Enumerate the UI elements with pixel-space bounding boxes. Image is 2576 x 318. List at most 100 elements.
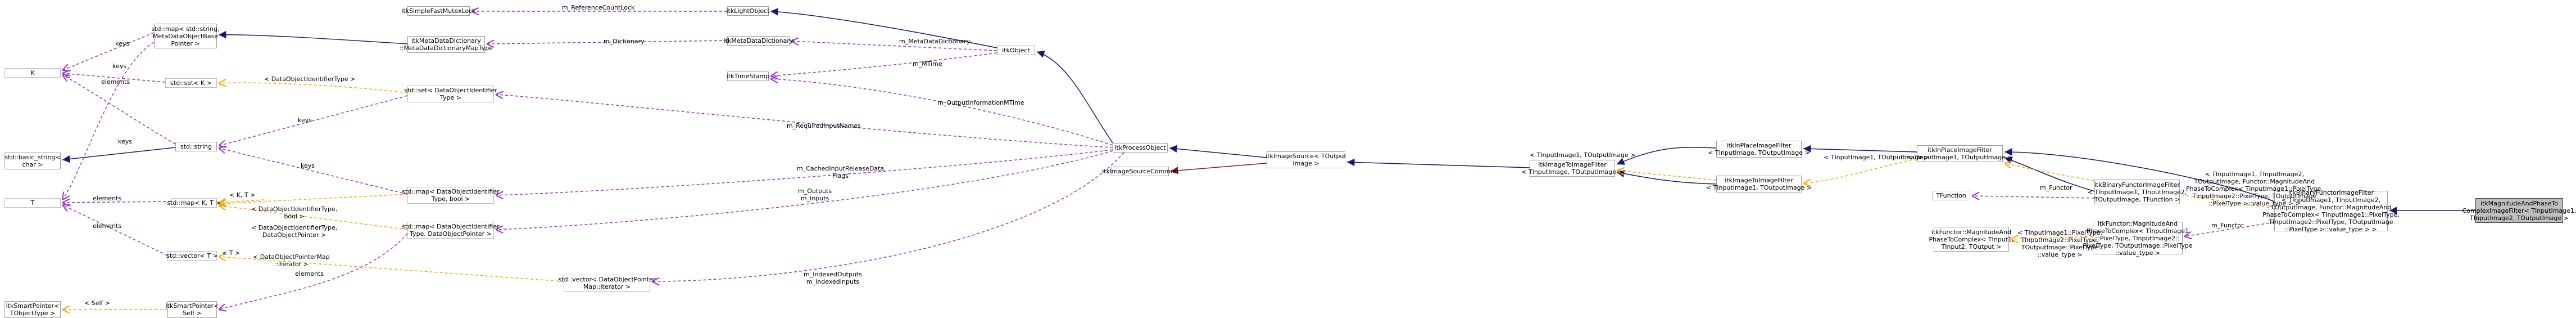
binary-functor-image-filter-node[interactable]: itkBinaryFunctorImageFilter< TInputImage… xyxy=(2088,180,2187,204)
text-line: elements xyxy=(93,222,122,230)
text-line: std::set< K > xyxy=(170,79,212,87)
binary-functor-image-filter-specialized-node[interactable]: itkBinaryFunctorImageFilter< TInputImage… xyxy=(2262,189,2400,233)
text-line: ::PixelType, TInputImage2:: xyxy=(2096,234,2180,242)
edge-label-binary-functor-template-args: < TInputImage1, TInputImage2,TOutputImag… xyxy=(2186,171,2323,207)
std-string-node[interactable]: std::string xyxy=(175,142,217,151)
edge-required-input-names xyxy=(496,95,1113,148)
text-line: ::PixelType >::value_type > > xyxy=(2285,226,2377,233)
edge-label-data-object-identifier-pointer: < DataObjectIdentifierType,DataObjectPoi… xyxy=(251,224,337,239)
text-line: m_Functor xyxy=(2040,184,2072,191)
edge-i2i-to-inplacetin xyxy=(1616,147,1717,165)
text-line: itkInPlaceImageFilter xyxy=(1726,142,1792,149)
text-line: T xyxy=(30,199,35,207)
time-stamp-node[interactable]: itkTimeStamp xyxy=(727,71,769,81)
text-line: < Self > xyxy=(84,299,111,307)
text-line: PhaseToComplex< TInputImage1 xyxy=(2086,227,2189,235)
smart-pointer-tobjecttype-node[interactable]: itkSmartPointer<TObjectType > xyxy=(4,301,61,318)
edge-label-output-information-mtime: m_OutputInformationMTime xyxy=(937,99,1024,106)
text-line: itkInPlaceImageFilter xyxy=(1928,146,1992,154)
image-to-image-filter-tinputimage-node[interactable]: itkImageToImageFilter< TInputImage, TOut… xyxy=(1521,160,1623,177)
std-set-k-node[interactable]: std::set< K > xyxy=(165,78,217,88)
edge-elements-1 xyxy=(62,42,155,200)
edge-elements-3 xyxy=(62,205,168,256)
text-line: std::basic_string< xyxy=(4,154,61,161)
text-line: PhaseToComplex< TInput1, xyxy=(1929,235,2014,243)
text-line: < TInputImage1, TInputImage2, xyxy=(2281,196,2381,204)
text-line: m_IndexedInputs xyxy=(806,278,859,285)
process-object-node[interactable]: itkProcessObject xyxy=(1113,143,1168,153)
edge-outputs-inputs xyxy=(496,150,1113,230)
meta-data-dictionary-node[interactable]: itkMetaDataDictionary xyxy=(723,36,793,46)
edge-label-data-object-pointer-map-iterator: < DataObjectPointerMap::iterator > xyxy=(253,253,330,268)
text-line: PhaseToComplex< TInputImage1::PixelType, xyxy=(2262,211,2400,218)
text-line: ::value_type > xyxy=(2037,251,2083,258)
collaboration-diagram xyxy=(0,0,2475,295)
text-line: itkMagnitudeAndPhaseTo xyxy=(2480,199,2558,207)
text-line: < TInputImage1::PixelType, xyxy=(2017,229,2102,236)
text-line: char > xyxy=(22,161,43,168)
image-source-common-node[interactable]: itkImageSourceCommon xyxy=(1102,167,1178,176)
text-line: < DataObjectIdentifierType, xyxy=(251,205,338,213)
text-line: ::MetaDataDictionaryMapType xyxy=(400,44,493,52)
text-line: itkMetaDataDictionary xyxy=(723,37,793,44)
tfunction-node[interactable]: TFunction xyxy=(1932,191,1970,200)
in-place-image-filter-tinputimage1-node[interactable]: itkInPlaceImageFilter< TInputImage1, TOu… xyxy=(1907,145,2013,162)
image-to-image-filter-tinputimage1-node[interactable]: itkImageToImageFilter< TInputImage1, TOu… xyxy=(1706,176,1812,192)
edge-keys-4 xyxy=(219,95,408,146)
edge-label-tinputimage1-toutputimage-b: < TInputImage1, TOutputImage > xyxy=(1824,154,1929,161)
std-vector-t-node[interactable]: std::vector< T > xyxy=(166,251,218,261)
edge-label-elements-1: elements xyxy=(101,78,130,86)
edge-label-functor-2: m_Functor xyxy=(2211,222,2244,229)
text-line: Self > xyxy=(183,310,202,317)
text-line: PhaseToComplex< TInputImage1::PixelType, xyxy=(2186,185,2323,192)
text-line: < DataObjectIdentifierType > xyxy=(264,75,356,83)
text-line: MetaDataObjectBase xyxy=(152,32,219,40)
text-line: DataObjectPointer > xyxy=(262,231,326,239)
metadata-dictionary-map-type-node[interactable]: itkMetaDataDictionary::MetaDataDictionar… xyxy=(400,36,493,53)
text-line: keys xyxy=(115,40,129,47)
text-line: m_Functor xyxy=(2211,222,2244,229)
text-line: ::value_type > xyxy=(2115,249,2161,257)
std-map-k-t-node[interactable]: std::map< K, T > xyxy=(167,198,221,208)
std-basic-string-node[interactable]: std::basic_string<char > xyxy=(4,153,61,169)
edge-inplace-to-binary-specialized xyxy=(2004,148,2275,202)
light-object-node[interactable]: itkLightObject xyxy=(726,6,770,16)
K-node[interactable]: K xyxy=(4,68,61,78)
edge-keys-3 xyxy=(62,75,176,145)
edge-label-dictionary: m_Dictionary xyxy=(604,38,645,45)
text-line: PixelType, TOutputImage::PixelType xyxy=(2083,241,2193,249)
in-place-image-filter-tinputimage-node[interactable]: itkInPlaceImageFilter< TInputImage, TOut… xyxy=(1708,141,1810,158)
text-line: keys xyxy=(298,117,312,124)
text-line: itkImageToImageFilter xyxy=(1538,161,1607,168)
text-line: elements xyxy=(295,270,324,277)
text-line: Pointer > xyxy=(171,39,200,47)
simple-fast-mutex-lock-node[interactable]: itkSimpleFastMutexLock xyxy=(401,6,476,16)
text-line: TOutputImage::PixelType xyxy=(2021,244,2099,251)
smart-pointer-self-node[interactable]: itkSmartPointer<Self > xyxy=(165,301,219,318)
text-line: itkImageSourceCommon xyxy=(1102,168,1178,175)
text-line: ComplexImageFilter< TInputImage1, xyxy=(2462,207,2576,214)
text-line: itkSmartPointer< xyxy=(165,302,219,310)
text-line: itkImageToImageFilter xyxy=(1725,177,1793,184)
text-line: < T > xyxy=(222,249,241,257)
edge-tmpl-map-ptr xyxy=(219,205,408,230)
text-line: Type > xyxy=(440,94,461,101)
object-node[interactable]: itkObject xyxy=(997,46,1035,55)
text-line: std::map< std::string, xyxy=(151,25,220,33)
text-line: TObjectType > xyxy=(10,310,56,317)
text-line: Map::iterator > xyxy=(583,283,631,290)
T-node[interactable]: T xyxy=(4,198,61,208)
edge-label-keys-1: keys xyxy=(115,40,129,47)
std-map-metadata-object-node[interactable]: std::map< std::string,MetaDataObjectBase… xyxy=(151,24,220,48)
